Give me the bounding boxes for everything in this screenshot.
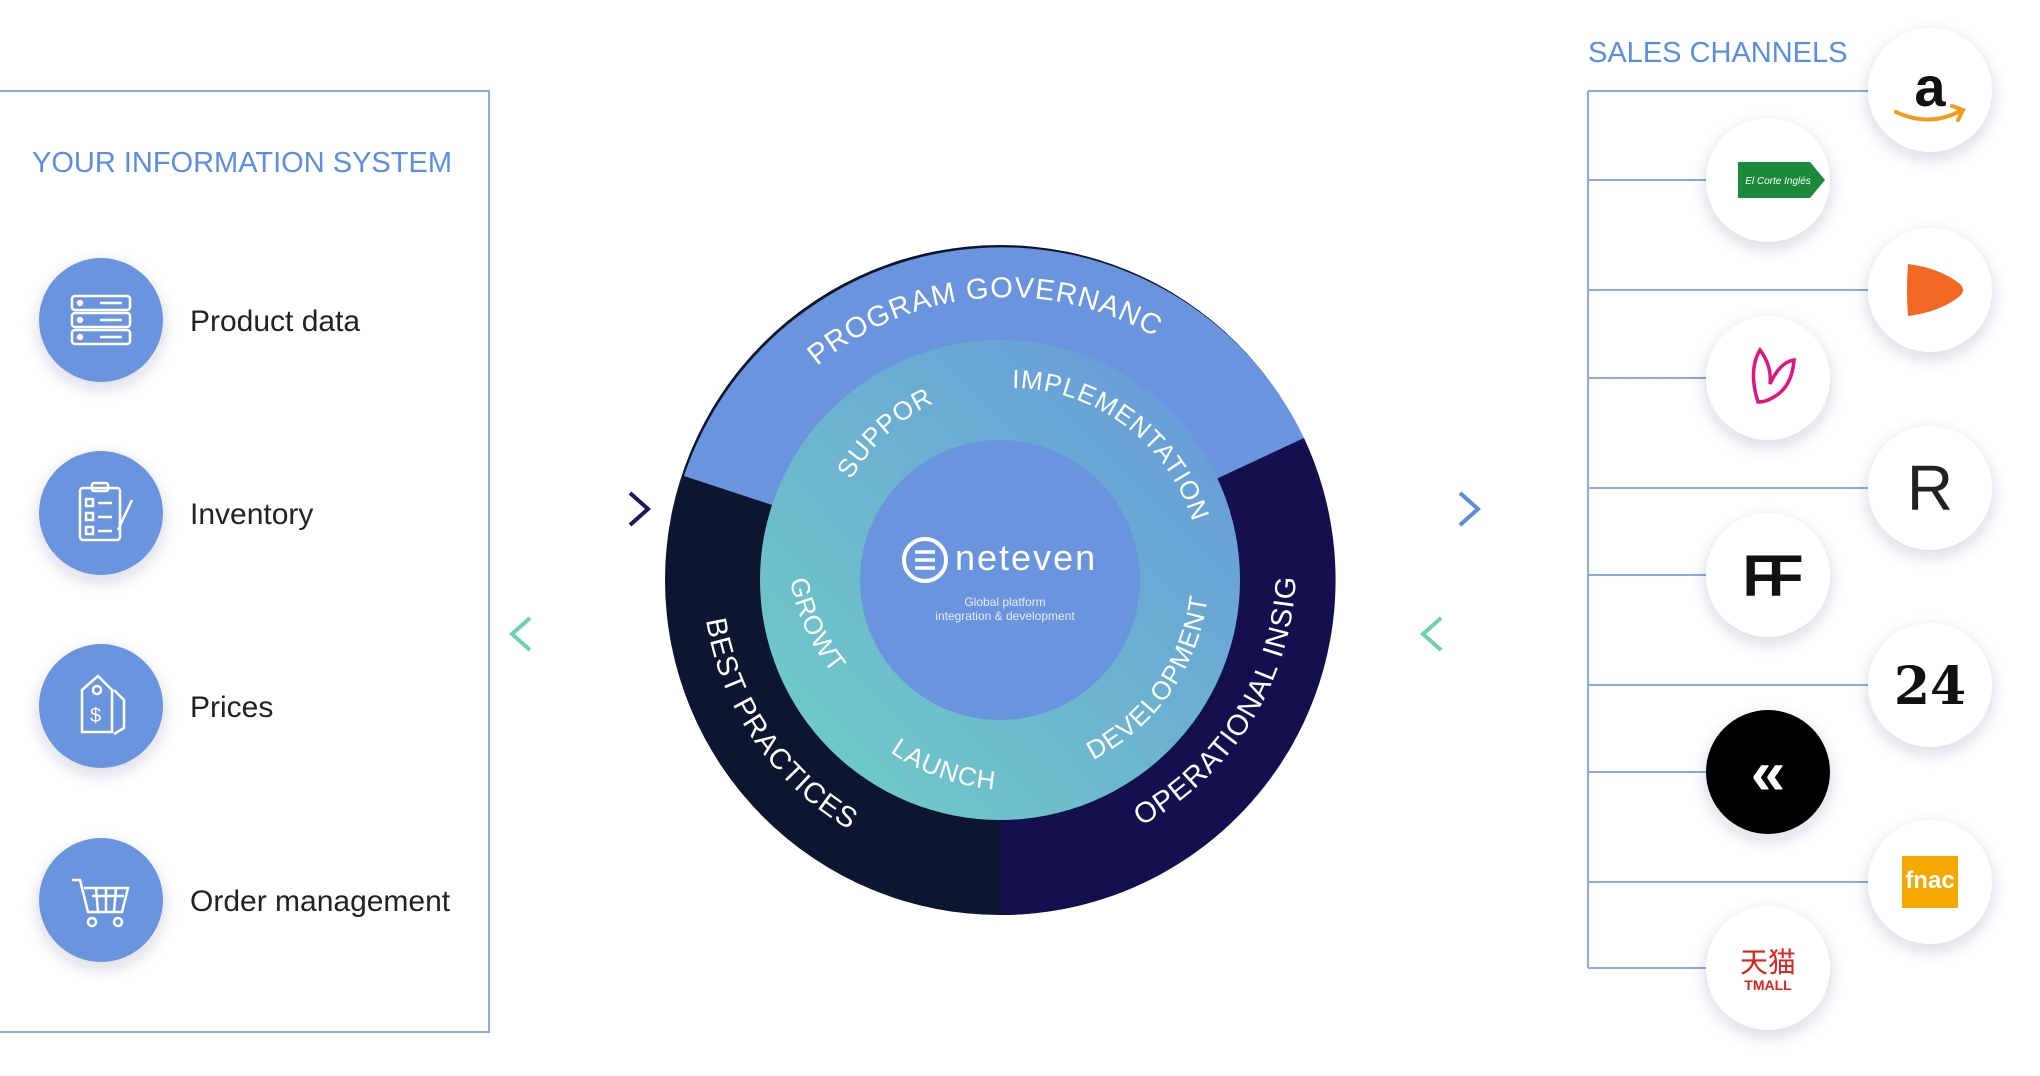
- list-item-order-management[interactable]: Order management: [39, 838, 451, 962]
- channel-24s[interactable]: 24: [1868, 623, 1992, 747]
- sales-channels-panel: SALES CHANNELS a El Corte Inglés: [1587, 28, 1992, 1030]
- list-item-prices[interactable]: $ Prices: [39, 644, 273, 768]
- tagline-line2: integration & development: [935, 609, 1075, 623]
- channel-veepee[interactable]: [1706, 316, 1830, 440]
- neteven-logo-icon: [902, 537, 948, 583]
- logo-badge: [1706, 513, 1830, 637]
- logo-badge: [1868, 623, 1992, 747]
- item-label: Prices: [190, 691, 273, 724]
- logo-badge: [1868, 426, 1992, 550]
- channel-connectors: [1588, 90, 1880, 969]
- tmall-logo-en: TMALL: [1744, 977, 1792, 993]
- channel-tmall[interactable]: 天猫 TMALL: [1706, 906, 1830, 1030]
- arrow-head-left: [1419, 616, 1443, 652]
- neteven-hub: PROGRAM GOVERNANCE BEST PRACTICES OPERAT…: [665, 245, 1336, 916]
- tmall-logo-cn: 天猫: [1740, 947, 1796, 978]
- information-system-panel: YOUR INFORMATION SYSTEM Product data In: [0, 90, 490, 1033]
- server-icon: [70, 294, 132, 346]
- channel-farfetch[interactable]: FF: [1706, 513, 1830, 637]
- item-label: Product data: [190, 305, 360, 338]
- 24s-logo: 24: [1894, 656, 1966, 717]
- core-circle: [860, 440, 1140, 720]
- right-flow-arrows: [1320, 491, 1588, 652]
- svg-text:$: $: [90, 705, 101, 727]
- list-item-product-data[interactable]: Product data: [39, 258, 360, 382]
- checklist-icon-badge: [39, 451, 163, 575]
- item-label: Order management: [190, 885, 451, 918]
- el-corte-ingles-logo: [1738, 162, 1825, 198]
- brand-name: neteven: [955, 537, 1097, 578]
- vestiaire-logo: «: [1751, 739, 1785, 808]
- channel-vestiaire[interactable]: «: [1706, 710, 1830, 834]
- item-label: Inventory: [190, 498, 313, 531]
- panel-title: SALES CHANNELS: [1588, 37, 1848, 69]
- butterfly-icon: [1751, 346, 1796, 404]
- channel-el-corte-ingles[interactable]: El Corte Inglés: [1706, 118, 1830, 242]
- panel-border: [0, 90, 490, 1033]
- price-tag-icon-badge: [39, 644, 163, 768]
- logo-badge: [1868, 28, 1992, 152]
- channel-rakuten[interactable]: R: [1868, 426, 1992, 550]
- amazon-logo: a: [1914, 55, 1946, 118]
- amazon-smile-icon: [1894, 108, 1964, 122]
- farfetch-logo: FF: [1743, 544, 1802, 609]
- rakuten-logo: R: [1907, 452, 1953, 524]
- fnac-logo-box: [1902, 856, 1958, 908]
- checklist-icon: [78, 481, 134, 542]
- channel-zalando[interactable]: [1868, 228, 1992, 352]
- tagline-line1: Global platform: [964, 595, 1045, 609]
- price-tag-icon: $: [80, 674, 126, 736]
- fnac-logo: fnac: [1905, 867, 1954, 894]
- arrow-head-right: [1458, 491, 1482, 527]
- logo-badge: [1706, 316, 1830, 440]
- logo-badge: [1706, 906, 1830, 1030]
- shopping-cart-icon-badge: [39, 838, 163, 962]
- left-flow-arrows: [489, 491, 672, 652]
- zalando-logo-icon: [1907, 264, 1963, 316]
- svg-text:El Corte Inglés: El Corte Inglés: [1745, 176, 1811, 187]
- logo-badge: [1706, 710, 1830, 834]
- list-item-inventory[interactable]: Inventory: [39, 451, 313, 575]
- channel-fnac[interactable]: fnac: [1868, 820, 1992, 944]
- arrow-head-left: [508, 616, 532, 652]
- arrow-head-right: [628, 491, 652, 527]
- channel-amazon[interactable]: a: [1868, 28, 1992, 152]
- panel-title: YOUR INFORMATION SYSTEM: [32, 147, 452, 179]
- shopping-cart-icon: [72, 878, 130, 928]
- neteven-logo: neteven: [902, 537, 1097, 583]
